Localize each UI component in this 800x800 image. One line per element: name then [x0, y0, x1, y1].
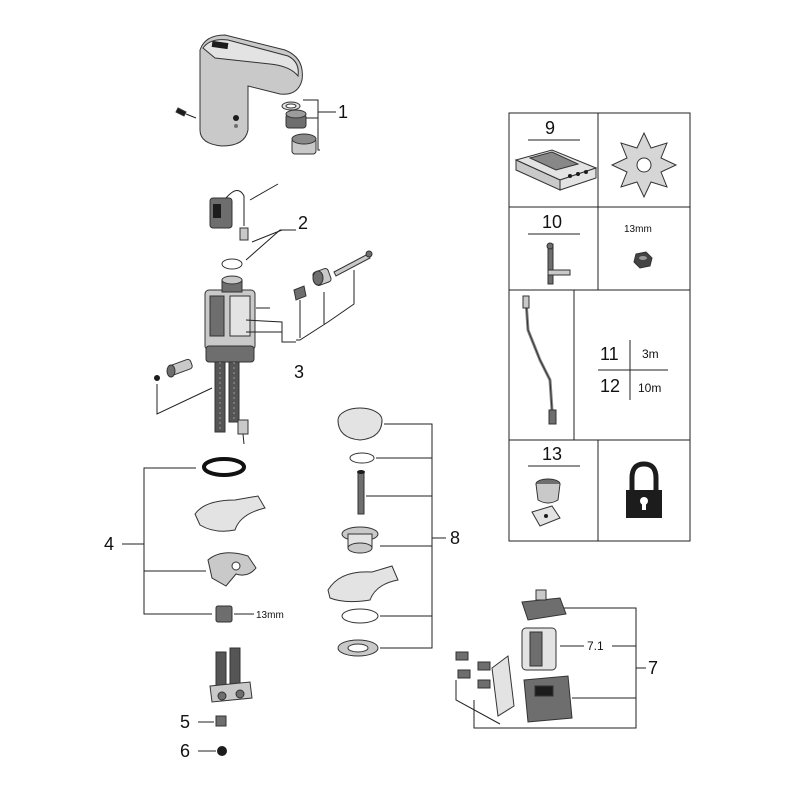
- callout-3: 3: [294, 362, 304, 382]
- control-box-set: [455, 589, 573, 723]
- cable-icon: [522, 295, 557, 425]
- sensor-connector: [209, 183, 283, 243]
- aerator-parts: [281, 99, 336, 155]
- table-label-13: 13: [542, 444, 562, 464]
- remote-control-icon: [514, 149, 598, 191]
- table-label-9: 9: [545, 118, 555, 138]
- hex-nut-icon: [633, 251, 653, 269]
- supply-hoses: [214, 361, 249, 445]
- padlock-icon: [626, 461, 662, 518]
- faucet-spout: [199, 34, 303, 147]
- callout-2: 2: [298, 213, 308, 233]
- callout-4: 4: [104, 534, 114, 554]
- small-fitting: [215, 715, 227, 727]
- table-label-11: 11: [600, 344, 619, 364]
- table-length-11: 3m: [642, 347, 659, 361]
- table-label-12: 12: [600, 376, 620, 396]
- large-o-ring: [202, 457, 246, 477]
- callout-6: 6: [180, 741, 190, 761]
- lower-hoses: [209, 647, 253, 703]
- o-ring-small: [221, 258, 243, 270]
- nut-size-label: 13mm: [256, 610, 284, 621]
- gasket: [194, 495, 266, 532]
- nut-size-table-label: 13mm: [624, 224, 652, 235]
- star-gear-icon: [610, 131, 678, 199]
- callout-7-1: 7.1: [587, 639, 604, 653]
- valve-body: [204, 275, 283, 363]
- set-screw: [175, 107, 197, 119]
- callout-8: 8: [450, 528, 460, 548]
- table-label-10: 10: [542, 212, 562, 232]
- callout-1: 1: [338, 102, 348, 122]
- horseshoe-washer: [207, 552, 257, 587]
- callout-5: 5: [180, 712, 190, 732]
- callout-7: 7: [648, 658, 658, 678]
- side-screw-assembly: [154, 358, 213, 415]
- mounting-rod: [293, 250, 373, 301]
- end-cap: [217, 746, 227, 756]
- mounting-nut: [215, 605, 233, 623]
- drain-set: [327, 407, 399, 657]
- accessory-table: [508, 112, 691, 542]
- key-tool-icon: [546, 242, 571, 285]
- table-length-12: 10m: [638, 381, 661, 395]
- cap-icon: [531, 478, 561, 527]
